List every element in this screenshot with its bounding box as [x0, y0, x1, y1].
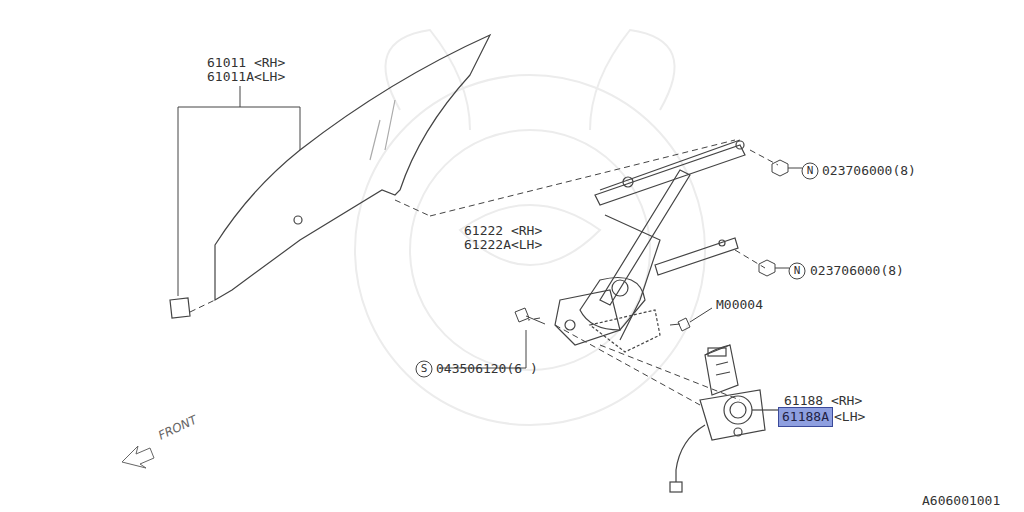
diagram-id: A606001001 — [922, 494, 1000, 508]
part-number: M00004 — [716, 298, 763, 312]
bracket-lines — [178, 86, 300, 296]
highlight-box: 61188A — [778, 407, 833, 427]
part-number: 61188 <RH> — [784, 394, 862, 408]
circled-symbol: N — [789, 263, 805, 279]
window-regulator — [555, 140, 745, 352]
part-number: 61222A<LH> — [464, 238, 542, 252]
glass — [170, 35, 490, 318]
part-number: <LH> — [834, 410, 865, 424]
regulator-motor — [670, 345, 778, 492]
circled-symbol: N — [802, 163, 818, 179]
fasteners — [416, 160, 818, 377]
front-arrow — [122, 446, 154, 468]
direction-label: FRONT — [156, 413, 199, 443]
part-number: 043506120(6 ) — [436, 362, 538, 376]
dashed-leaders — [190, 140, 778, 405]
s-circle — [416, 361, 432, 377]
part-number: 61188A — [779, 408, 832, 426]
watermark — [355, 30, 705, 425]
n-circle — [789, 263, 805, 279]
part-number: 61011A<LH> — [207, 70, 285, 84]
circled-symbol: S — [416, 361, 432, 377]
n-circle — [802, 163, 818, 179]
part-number: 023706000(8) — [822, 164, 916, 178]
part-number: 61011 <RH> — [207, 56, 285, 70]
part-number: 61222 <RH> — [464, 224, 542, 238]
part-number: 023706000(8) — [810, 264, 904, 278]
